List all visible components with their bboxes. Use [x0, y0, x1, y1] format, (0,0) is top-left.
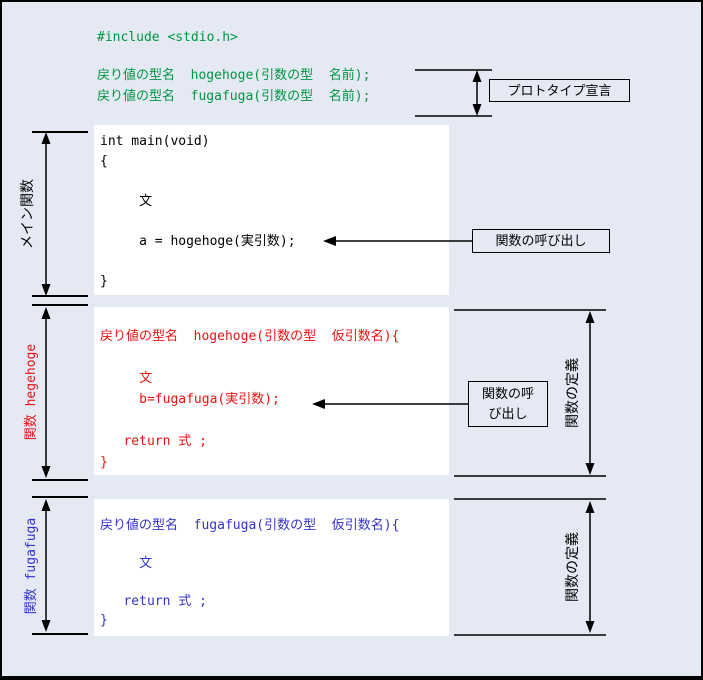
- prototype-line-hogehoge: 戻り値の型名 hogehoge(引数の型 名前);: [97, 68, 371, 83]
- code-line: 戻り値の型名 fugafuga(引数の型 仮引数名){: [100, 518, 400, 533]
- leader-arrow-call-hogehoge: [312, 399, 468, 409]
- dimension-arrow-definition-fugafuga: [454, 498, 606, 636]
- hogehoge-function-code: 戻り値の型名 hogehoge(引数の型 仮引数名){ 文 b=fugafuga…: [100, 326, 399, 473]
- fugafuga-function-code: 戻り値の型名 fugafuga(引数の型 仮引数名){ 文 return 式 ;…: [100, 516, 399, 630]
- fugafuga-function-panel: [94, 499, 449, 636]
- prototype-line-fugafuga: 戻り値の型名 fugafuga(引数の型 名前);: [97, 89, 371, 104]
- callout-box-prototype-declaration: プロトタイプ宣言: [489, 79, 630, 102]
- code-line: return 式 ;: [100, 434, 207, 449]
- callout-box-function-call-main: 関数の呼び出し: [472, 229, 610, 253]
- code-line: [100, 347, 399, 368]
- main-function-code: int main(void) { 文 a = hogehoge(実引数); }: [100, 132, 296, 292]
- include-line: #include <stdio.h>: [97, 30, 238, 45]
- code-line: 文: [100, 371, 153, 386]
- code-line: }: [100, 274, 108, 289]
- dimension-arrow-definition-hogehoge: [454, 309, 606, 477]
- code-line: [100, 252, 296, 272]
- dimension-arrow-main: [32, 131, 88, 297]
- side-label-hogehoge-function: 関数 hegehoge: [24, 343, 39, 441]
- code-line: [100, 212, 296, 232]
- code-line: 文: [100, 556, 153, 571]
- code-line: }: [100, 455, 108, 470]
- code-line: [100, 172, 296, 192]
- dimension-arrow-prototype: [415, 69, 492, 117]
- dimension-arrow-hogehoge: [32, 304, 88, 481]
- include-directive: #include <stdio.h>: [97, 30, 238, 45]
- code-line: a = hogehoge(実引数);: [100, 234, 296, 249]
- callout-box-function-call-hogehoge: 関数の呼 び出し: [468, 381, 548, 427]
- code-line: {: [100, 154, 108, 169]
- side-label-fugafuga-function: 関数 fugafuga: [24, 517, 39, 615]
- dimension-arrow-fugafuga: [32, 496, 88, 635]
- leader-arrow-call-main: [323, 236, 472, 246]
- prototype-declarations: 戻り値の型名 hogehoge(引数の型 名前); 戻り値の型名 fugafug…: [97, 65, 370, 107]
- code-line: int main(void): [100, 134, 210, 149]
- code-line: [100, 410, 399, 431]
- code-line: [100, 535, 399, 554]
- code-line: 戻り値の型名 hogehoge(引数の型 仮引数名){: [100, 329, 400, 344]
- code-line: return 式 ;: [100, 594, 207, 609]
- code-line: b=fugafuga(実引数);: [100, 392, 280, 407]
- code-line: 文: [100, 194, 153, 209]
- definition-label-hogehoge: 関数の定義: [565, 358, 581, 428]
- definition-label-fugafuga: 関数の定義: [565, 532, 581, 602]
- hogehoge-function-panel: [94, 307, 449, 475]
- main-function-panel: [94, 125, 449, 295]
- code-line: [100, 573, 399, 592]
- side-label-main-function: メイン関数: [20, 179, 36, 249]
- code-line: }: [100, 613, 108, 628]
